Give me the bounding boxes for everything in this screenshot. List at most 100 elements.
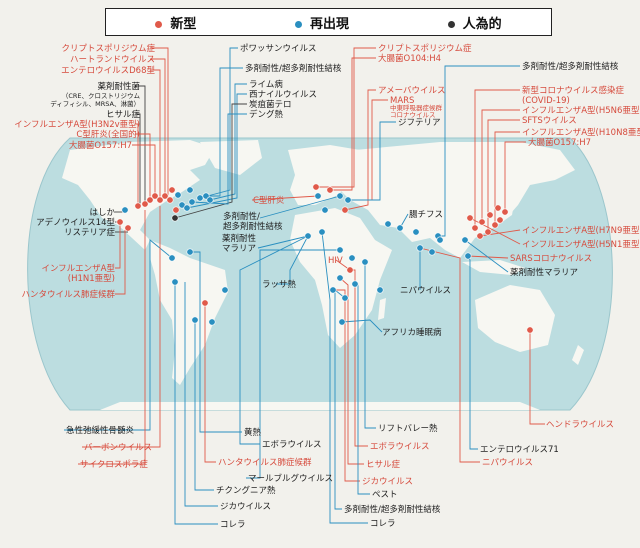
label-flu-h7n9: インフルエンザA型(H7N9亜型) [522, 226, 640, 236]
label-mdr-right: 多剤耐性/超多剤耐性結核 [522, 62, 619, 72]
label-drug-malaria-mid: 薬剤耐性 [222, 234, 257, 244]
leader-line-29 [504, 141, 526, 212]
label-rift: リフトバレー熱 [378, 424, 438, 434]
marker-new-59 [478, 218, 486, 226]
label-mers-sub: 中東呼吸器症候群 [390, 104, 442, 112]
leader-line-33 [464, 239, 509, 273]
leader-line-42 [341, 319, 383, 333]
marker-re-11 [174, 191, 182, 199]
marker-new-12 [172, 206, 180, 214]
leader-line-44 [82, 206, 161, 448]
man-dot-icon [447, 20, 455, 28]
leader-line-12 [115, 230, 126, 295]
marker-re-15 [183, 204, 191, 212]
marker-re-26 [208, 318, 216, 326]
land-se-asia [462, 260, 525, 275]
leader-line-23 [348, 121, 396, 201]
label-mers-sub2: コロナウイルス [390, 111, 436, 119]
legend-man: 人為的 [447, 13, 502, 32]
label-covid-sub: (COVID-19) [522, 96, 570, 106]
label-cholera-left: コレラ [220, 520, 246, 530]
land-asia [340, 142, 575, 258]
marker-re-39 [361, 258, 369, 266]
label-amoeba: アメーバウイルス [378, 86, 446, 96]
legend-man-label: 人為的 [462, 16, 502, 32]
leader-line-21 [344, 89, 376, 211]
leader-line-20 [330, 57, 376, 191]
label-entero71: エンテロウイルス71 [480, 445, 559, 455]
land-new-zealand [572, 345, 584, 365]
label-hendra: ヘンドラウイルス [546, 420, 615, 430]
marker-new-60 [494, 204, 502, 212]
leader-line-51 [184, 282, 218, 507]
label-african-sleep: アフリカ睡眠病 [382, 328, 442, 338]
re-dot-icon [294, 20, 302, 28]
label-vcjd: 急性弛緩性骨髄炎 [66, 426, 135, 436]
marker-man-13 [171, 214, 179, 222]
label-plague: ペスト [372, 490, 398, 500]
label-zika-left: ジカウイルス [220, 502, 272, 512]
label-powassan: ポワッサンウイルス [240, 44, 317, 54]
label-bourbon: バーボンウイルス [84, 443, 153, 453]
marker-re-30 [314, 192, 322, 200]
marker-new-54 [466, 214, 474, 222]
label-cholera-bottom: コレラ [370, 519, 396, 529]
marker-re-62 [464, 252, 472, 260]
leader-line-13 [199, 47, 238, 199]
label-crypto-eu: クリプトスポリジウム症 [378, 44, 472, 54]
legend-re-label: 再出現 [309, 16, 349, 32]
label-chikungunya: チクングニア熱 [216, 486, 276, 496]
leader-line-59 [321, 231, 368, 524]
label-hep-c-na: C型肝炎(全国的) [76, 130, 140, 140]
marker-re-48 [396, 224, 404, 232]
label-hanta-card: ハンタウイルス肺症候群 [218, 458, 312, 468]
leader-line-31 [469, 217, 521, 245]
marker-new-33 [341, 206, 349, 214]
label-measles: はしか [89, 208, 115, 218]
label-yellow: 黄熱 [244, 428, 262, 438]
marker-re-21 [168, 254, 176, 262]
marker-re-44 [341, 294, 349, 302]
land-australia [475, 285, 555, 352]
label-anthrax: 炭疽菌テロ [249, 100, 292, 110]
leader-line-35 [251, 195, 319, 201]
label-drug-malaria-mid2: マラリア [222, 244, 257, 254]
marker-re-49 [412, 228, 420, 236]
new-dot-icon [155, 20, 163, 28]
leader-line-55 [339, 277, 364, 465]
leader-line-0 [150, 47, 169, 200]
leader-line-58 [334, 289, 346, 510]
marker-re-22 [186, 248, 194, 256]
marker-re-36 [318, 228, 326, 236]
leader-line-48 [204, 303, 216, 463]
marker-re-31 [336, 192, 344, 200]
label-adeno14: アデノウイルス14型 [36, 218, 115, 228]
marker-new-61 [486, 211, 494, 219]
leader-line-34 [529, 330, 545, 425]
marker-re-34 [321, 206, 329, 214]
marker-new-1 [116, 218, 124, 226]
leader-line-1 [150, 58, 166, 196]
label-ebola-red: エボラウイルス [370, 442, 430, 452]
label-sars: SARSコロナウイルス [510, 254, 593, 264]
label-mars: MARS [390, 96, 415, 106]
label-drug-bacteria-sub: （CRE、クロストリジウム [61, 92, 140, 100]
marker-re-47 [384, 220, 392, 228]
legend: 新型 再出現 人為的 [105, 8, 552, 36]
leader-line-25 [474, 89, 520, 228]
label-ecoli-asia: 大腸菌O157:H7 [528, 138, 592, 148]
marker-new-8 [161, 192, 169, 200]
label-sfts: SFTSウイルス [522, 116, 577, 126]
marker-new-56 [476, 232, 484, 240]
marker-re-0 [121, 206, 129, 214]
leader-line-11 [115, 222, 121, 269]
label-mdr-mid: 多剤耐性/ [223, 212, 260, 222]
marker-re-25 [191, 316, 199, 324]
leader-line-61 [419, 247, 480, 463]
label-drug-bacteria: 薬剤耐性菌 [97, 82, 140, 92]
label-hisaru-af: ヒサル症 [366, 460, 401, 470]
leader-line-43 [64, 239, 173, 431]
marker-re-23 [171, 278, 179, 286]
